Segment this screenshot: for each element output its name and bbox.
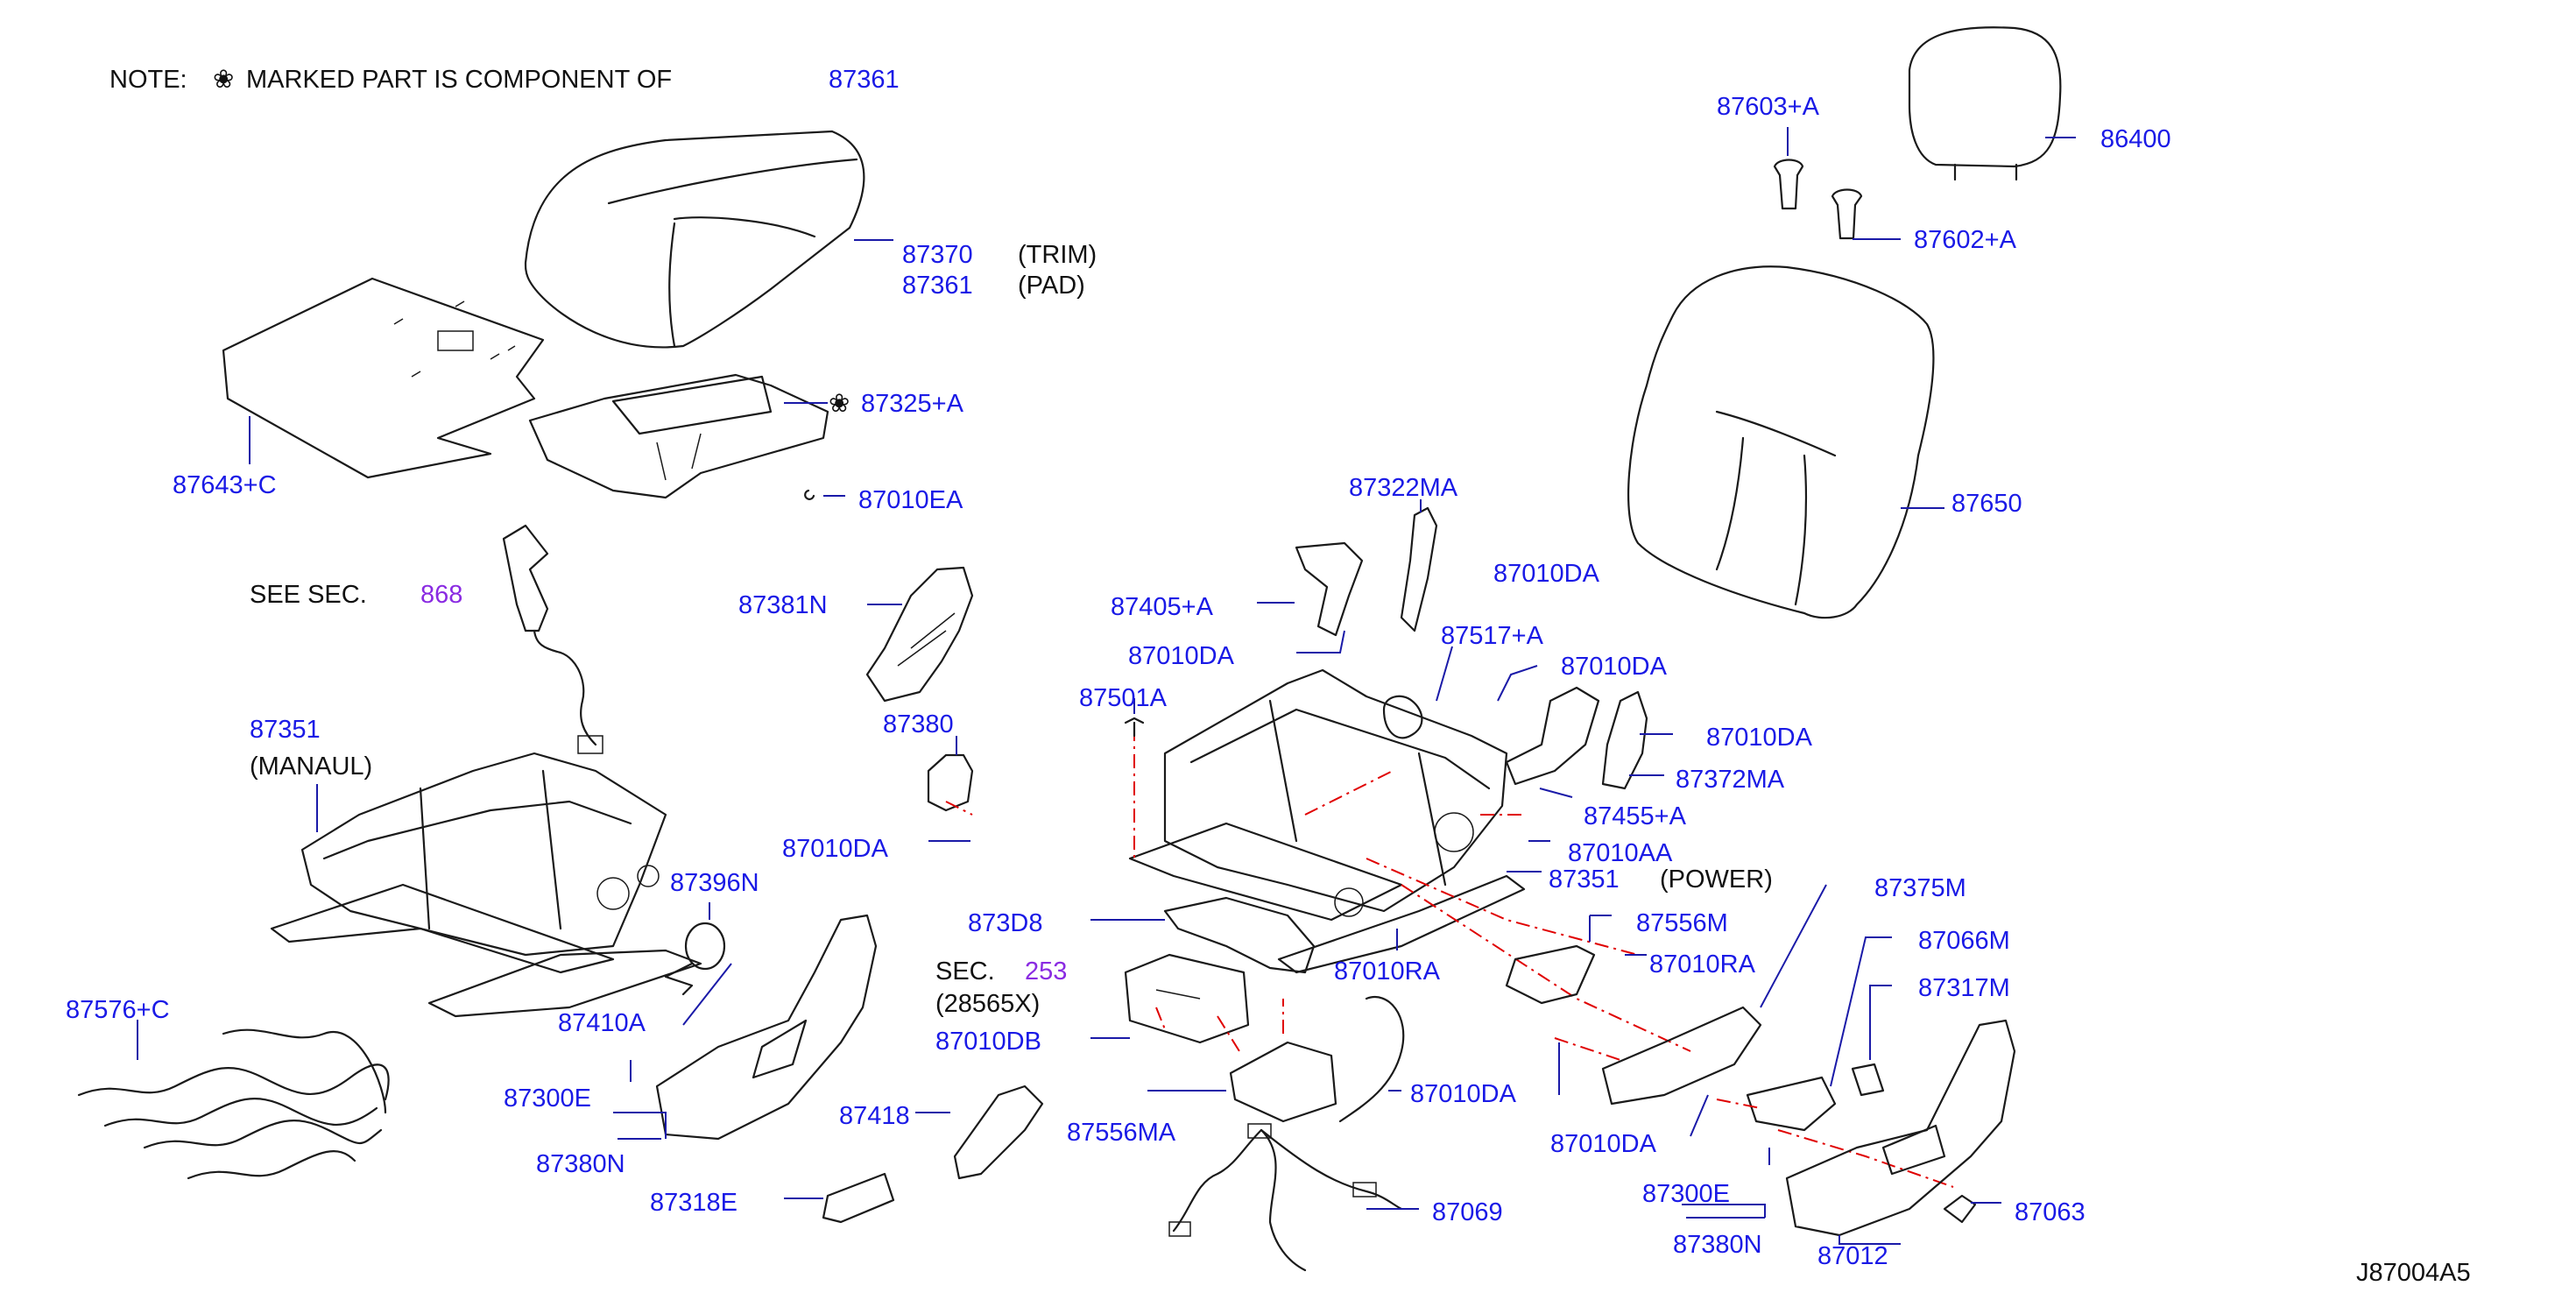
label-87069[interactable]: 87069	[1432, 1198, 1503, 1226]
label-87361[interactable]: 87361	[902, 272, 973, 300]
control-module-drawing	[1124, 953, 1250, 1044]
label-87556m[interactable]: 87556M	[1636, 909, 1728, 937]
label-87501a[interactable]: 87501A	[1079, 684, 1168, 712]
switch-module-drawing	[1746, 1076, 1837, 1132]
label-87317m[interactable]: 87317M	[1918, 974, 2010, 1002]
see-sec-label: SEE SEC.	[250, 581, 367, 609]
label-87602a[interactable]: 87602+A	[1914, 226, 2017, 254]
label-87325a[interactable]: 87325+A	[861, 390, 964, 418]
seatback-drawing	[1627, 265, 1935, 619]
manual-frame-drawing	[270, 752, 702, 1018]
label-87010da-2[interactable]: 87010DA	[1128, 642, 1235, 670]
label-87517a[interactable]: 87517+A	[1441, 622, 1544, 650]
seat-mat-drawing	[222, 277, 545, 479]
label-87556ma[interactable]: 87556MA	[1067, 1119, 1176, 1147]
part-87405a-drawing	[1295, 541, 1364, 637]
part-bracket-87010da-drawing	[1505, 686, 1600, 786]
label-87322ma[interactable]: 87322MA	[1349, 474, 1458, 502]
label-87576c[interactable]: 87576+C	[66, 996, 170, 1024]
label-87375m[interactable]: 87375M	[1874, 874, 1966, 902]
see-sec-ref[interactable]: 868	[420, 581, 462, 609]
label-87010da-1[interactable]: 87010DA	[1493, 560, 1600, 588]
seat-cushion-drawing	[524, 130, 865, 349]
label-86400[interactable]: 86400	[2100, 125, 2171, 153]
label-87650[interactable]: 87650	[1951, 490, 2022, 518]
side-cover-left-drawing	[655, 914, 878, 1141]
label-87010ra-2[interactable]: 87010RA	[1649, 950, 1756, 979]
label-87300e-right[interactable]: 87300E	[1642, 1180, 1730, 1208]
headrest-guides-drawing	[1773, 159, 1863, 240]
label-87418[interactable]: 87418	[839, 1102, 910, 1130]
label-87010da-6[interactable]: 87010DA	[1410, 1080, 1517, 1108]
label-trim: (TRIM)	[1018, 241, 1097, 269]
label-87410a[interactable]: 87410A	[558, 1009, 646, 1037]
note-prefix: NOTE:	[109, 66, 187, 94]
label-87300e-left[interactable]: 87300E	[504, 1085, 591, 1113]
label-87380[interactable]: 87380	[883, 710, 954, 738]
label-87010ra-1[interactable]: 87010RA	[1334, 957, 1441, 986]
label-87010db[interactable]: 87010DB	[935, 1028, 1041, 1056]
part-873d8-drawing	[1163, 896, 1316, 974]
seat-springs-drawing	[77, 1028, 390, 1180]
label-87063[interactable]: 87063	[2015, 1198, 2086, 1226]
label-87381n[interactable]: 87381N	[738, 591, 828, 619]
part-87418-drawing	[953, 1085, 1044, 1180]
sec-253-ref[interactable]: 253	[1025, 957, 1067, 986]
label-manaul: (MANAUL)	[250, 752, 372, 781]
diagram-id: J87004A5	[2356, 1259, 2471, 1287]
note-symbol: ❀	[213, 66, 234, 94]
seat-heater-drawing	[528, 373, 829, 499]
label-87643c[interactable]: 87643+C	[173, 471, 277, 499]
label-87318e[interactable]: 87318E	[650, 1189, 738, 1217]
headrest-drawing	[1908, 26, 2062, 181]
label-87351-manual[interactable]: 87351	[250, 716, 321, 744]
label-873d8[interactable]: 873D8	[968, 909, 1042, 937]
part-87381n-drawing	[865, 566, 974, 703]
note-text: MARKED PART IS COMPONENT OF	[246, 66, 672, 94]
label-87455a[interactable]: 87455+A	[1584, 802, 1687, 830]
part-87372ma-drawing	[1601, 690, 1648, 790]
part-87556ma-drawing	[1229, 1041, 1337, 1123]
sec-253-sub: (28565X)	[935, 990, 1040, 1018]
part-87380-drawing	[927, 753, 974, 812]
note-ref[interactable]: 87361	[829, 66, 900, 94]
switch-knob-87317m-drawing	[1851, 1063, 1885, 1097]
label-87603a[interactable]: 87603+A	[1717, 93, 1820, 121]
part-87375m-drawing	[1601, 1006, 1762, 1106]
wire-harness-drawing	[1168, 996, 1405, 1272]
note-line: NOTE: ❀ MARKED PART IS COMPONENT OF 8736…	[109, 66, 900, 94]
label-pad: (PAD)	[1018, 272, 1085, 300]
part-87396n-drawing	[664, 922, 726, 996]
label-87380n-left[interactable]: 87380N	[536, 1150, 625, 1178]
label-87351-power[interactable]: 87351	[1549, 865, 1620, 894]
label-87370[interactable]: 87370	[902, 241, 973, 269]
part-labels: 87370 (TRIM) 87361 (PAD) 87643+C 87325+A…	[66, 93, 2171, 1270]
label-87405a[interactable]: 87405+A	[1111, 593, 1214, 621]
label-87066m[interactable]: 87066M	[1918, 927, 2010, 955]
part-87322ma-drawing	[1400, 506, 1438, 632]
marked-symbol: ❀	[829, 390, 850, 418]
label-87010da-5[interactable]: 87010DA	[782, 835, 889, 863]
clip-87010ea-drawing	[804, 489, 815, 500]
label-87010ea[interactable]: 87010EA	[858, 486, 963, 514]
label-87010aa[interactable]: 87010AA	[1568, 839, 1673, 867]
label-87010da-4[interactable]: 87010DA	[1706, 724, 1813, 752]
bolt-87501a-drawing	[1124, 717, 1145, 738]
label-87380n-right[interactable]: 87380N	[1673, 1231, 1762, 1259]
label-87012[interactable]: 87012	[1817, 1242, 1888, 1270]
seatbelt-buckle-drawing	[502, 524, 603, 754]
part-87318e-drawing	[822, 1172, 895, 1224]
label-87396n[interactable]: 87396N	[670, 869, 759, 897]
part-87517a-drawing	[1382, 695, 1423, 739]
label-87372ma[interactable]: 87372MA	[1676, 766, 1785, 794]
part-87556m-drawing	[1505, 944, 1596, 1005]
label-power: (POWER)	[1660, 865, 1773, 894]
part-87063-drawing	[1943, 1194, 1977, 1224]
power-frame-drawing	[1128, 668, 1526, 974]
label-87010da-3[interactable]: 87010DA	[1561, 653, 1668, 681]
sec-253-label: SEC.	[935, 957, 995, 986]
label-87010da-7[interactable]: 87010DA	[1550, 1130, 1657, 1158]
